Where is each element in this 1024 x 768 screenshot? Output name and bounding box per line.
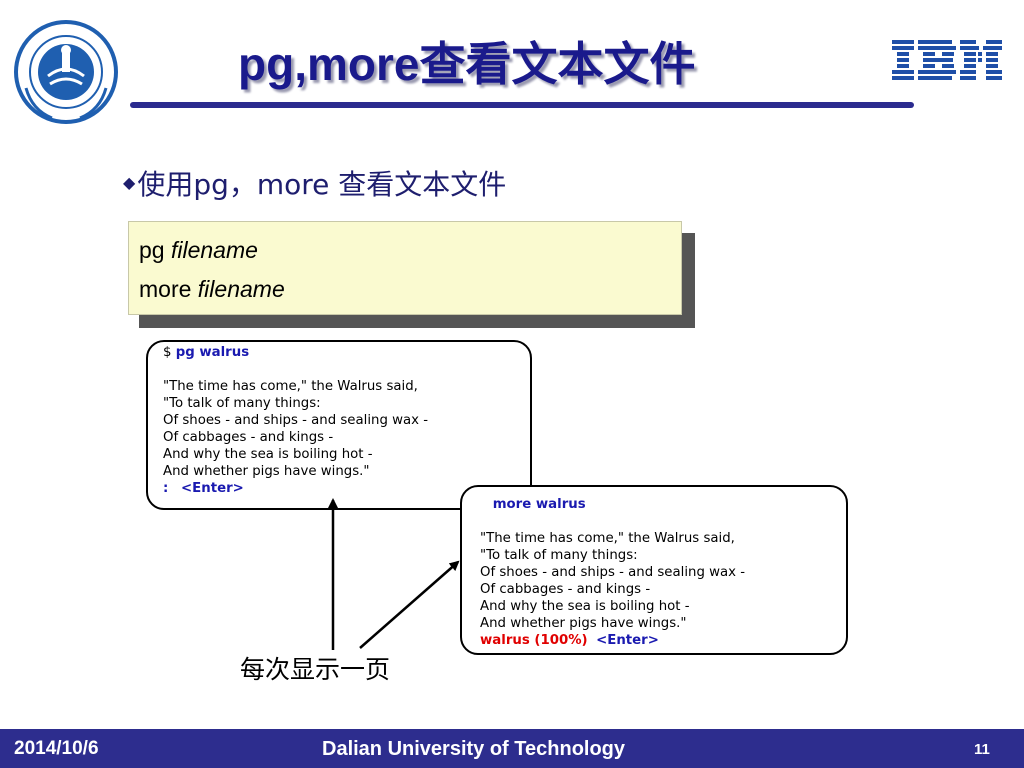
page-title: pg,more查看文本文件 xyxy=(238,38,696,90)
syntax-command: more xyxy=(139,276,192,302)
terminal-output-line: And why the sea is boiling hot - xyxy=(480,599,690,614)
terminal-command-line: $ pg walrus xyxy=(163,344,530,361)
enter-key-hint: <Enter> xyxy=(596,633,659,648)
pager-progress: walrus (100%) xyxy=(480,633,588,648)
terminal-output-line: "The time has come," the Walrus said, xyxy=(480,531,735,546)
terminal-command: more walrus xyxy=(492,497,586,512)
terminal-command-line: more walrus xyxy=(480,496,846,513)
diamond-bullet-icon: ◆ xyxy=(123,173,136,192)
pager-prompt: : xyxy=(163,481,169,496)
syntax-line-pg: pg filename xyxy=(139,231,671,270)
bullet-point: ◆使用pg，more 查看文本文件 xyxy=(123,163,506,203)
university-seal-logo xyxy=(14,20,118,124)
terminal-command: pg walrus xyxy=(175,345,250,360)
title-underline xyxy=(130,102,914,108)
terminal-output-line: Of shoes - and ships - and sealing wax - xyxy=(163,413,429,428)
more-terminal-example: more walrus "The time has come," the Wal… xyxy=(460,485,848,655)
terminal-output-line: Of cabbages - and kings - xyxy=(480,582,651,597)
terminal-status-line: : <Enter> xyxy=(163,480,530,497)
syntax-line-more: more filename xyxy=(139,270,671,309)
syntax-argument: filename xyxy=(197,276,285,302)
syntax-argument: filename xyxy=(170,237,258,263)
footer-institution: Dalian University of Technology xyxy=(322,738,626,760)
terminal-output-line: "The time has come," the Walrus said, xyxy=(163,379,418,394)
terminal-output-line: Of shoes - and ships - and sealing wax - xyxy=(480,565,746,580)
pg-terminal-example: $ pg walrus "The time has come," the Wal… xyxy=(146,340,532,510)
syntax-command: pg xyxy=(139,237,165,263)
terminal-blank-line xyxy=(163,361,530,378)
terminal-output-line: Of cabbages - and kings - xyxy=(163,430,334,445)
syntax-box: pg filename more filename xyxy=(128,221,682,315)
slide-footer: 2014/10/6 Dalian University of Technolog… xyxy=(0,729,1024,768)
terminal-output-line: And whether pigs have wings." xyxy=(480,616,687,631)
footer-date: 2014/10/6 xyxy=(14,738,99,759)
terminal-status-line: walrus (100%) <Enter> xyxy=(480,632,846,649)
terminal-output-line: And why the sea is boiling hot - xyxy=(163,447,373,462)
page-number: 11 xyxy=(974,741,990,758)
bullet-text: 使用pg，more 查看文本文件 xyxy=(137,168,507,201)
ibm-logo xyxy=(892,40,1002,80)
enter-key-hint: <Enter> xyxy=(181,481,244,496)
terminal-output-line: "To talk of many things: xyxy=(480,548,638,563)
terminal-output-line: "To talk of many things: xyxy=(163,396,321,411)
annotation-caption: 每次显示一页 xyxy=(240,655,391,684)
terminal-output-line: And whether pigs have wings." xyxy=(163,464,370,479)
shell-prompt: $ xyxy=(163,345,172,360)
arrow-to-more-status xyxy=(359,560,460,649)
terminal-blank-line xyxy=(480,513,846,530)
